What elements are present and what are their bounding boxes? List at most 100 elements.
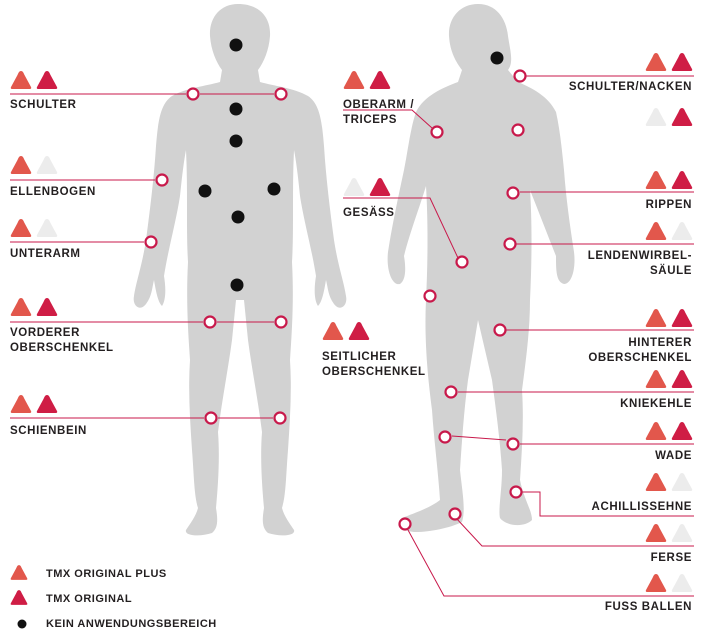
wade-original-icon bbox=[671, 422, 693, 440]
seitlicher-oberschenkel-original-icon bbox=[348, 322, 370, 340]
ellenbogen-original-icon bbox=[36, 156, 58, 174]
label-vorderer-oberschenkel: VORDERER OBERSCHENKEL bbox=[10, 327, 114, 354]
label-kniekehle: KNIEKEHLE bbox=[620, 398, 692, 410]
fussballen-plus-icon bbox=[645, 574, 667, 592]
label-schienbein: SCHIENBEIN bbox=[10, 425, 87, 437]
ring-upper-back bbox=[511, 123, 525, 137]
label-ellenbogen: ELLENBOGEN bbox=[10, 186, 96, 198]
gesaess-plus-icon bbox=[343, 178, 365, 196]
back-body-figure bbox=[387, 4, 575, 532]
dot-groin bbox=[230, 278, 244, 292]
label-schulter-nacken: SCHULTER/NACKEN bbox=[568, 81, 692, 93]
label-rippen: RIPPEN bbox=[645, 199, 692, 211]
ring-calf-right bbox=[506, 437, 520, 451]
legend-plus-label: TMX ORIGINAL PLUS bbox=[46, 568, 167, 580]
label-ferse: FERSE bbox=[650, 552, 692, 564]
ring-hamstring bbox=[493, 323, 507, 337]
ring-achilles bbox=[509, 485, 523, 499]
ring-shoulder-left bbox=[186, 87, 200, 101]
lendenwirbelsaeule-plus-icon bbox=[645, 222, 667, 240]
kniekehle-plus-icon bbox=[645, 370, 667, 388]
legend-original-label: TMX ORIGINAL bbox=[46, 593, 133, 605]
label-unterarm: UNTERARM bbox=[10, 248, 81, 260]
ring-elbow bbox=[155, 173, 169, 187]
no-application-dots bbox=[198, 38, 504, 292]
schulter-original-icon bbox=[36, 71, 58, 89]
ring-knee-back bbox=[444, 385, 458, 399]
achillissehne-original-icon bbox=[671, 473, 693, 491]
label-gesaess: GESÄSS bbox=[343, 207, 395, 219]
vorderer-oberschenkel-plus-icon bbox=[10, 298, 32, 316]
ring-shoulder-right bbox=[274, 87, 288, 101]
gesaess-original-icon bbox=[369, 178, 391, 196]
ring-heel bbox=[448, 507, 462, 521]
ring-glute bbox=[455, 255, 469, 269]
achillissehne-plus-icon bbox=[645, 473, 667, 491]
rippen-original-icon bbox=[671, 171, 693, 189]
front-body-figure bbox=[133, 4, 347, 536]
fussballen-original-icon bbox=[671, 574, 693, 592]
hinterer-oberschenkel-original-icon bbox=[671, 309, 693, 327]
vorderer-oberschenkel-original-icon bbox=[36, 298, 58, 316]
ring-shin-left bbox=[204, 411, 218, 425]
seitlicher-oberschenkel-plus-icon bbox=[322, 322, 344, 340]
dot-chest-upper bbox=[229, 102, 243, 116]
schulter-plus-icon bbox=[10, 71, 32, 89]
line-fussballen bbox=[407, 529, 694, 597]
label-fussballen: FUSS BALLEN bbox=[604, 601, 692, 613]
line-wade bbox=[451, 435, 507, 441]
label-hinterer-oberschenkel: HINTERER OBERSCHENKEL bbox=[588, 337, 692, 364]
dot-neck-front bbox=[229, 38, 243, 52]
connector-lines bbox=[10, 75, 694, 597]
ring-triceps bbox=[430, 125, 444, 139]
ring-ball-of-foot bbox=[398, 517, 412, 531]
legend-dot-icon bbox=[17, 619, 27, 629]
ellenbogen-plus-icon bbox=[10, 156, 32, 174]
label-lendenwirbelsaeule: LENDENWIRBEL- SÄULE bbox=[587, 250, 692, 277]
legend-original-icon bbox=[10, 590, 28, 605]
ring-neck-shoulder bbox=[513, 69, 527, 83]
label-oberarm-triceps: OBERARM / TRICEPS bbox=[343, 99, 415, 126]
schienbein-original-icon bbox=[36, 395, 58, 413]
ring-thigh-front-left bbox=[203, 315, 217, 329]
ferse-plus-icon bbox=[645, 524, 667, 542]
legend-plus-icon bbox=[10, 565, 28, 580]
upper-back-plus-icon bbox=[645, 108, 667, 126]
label-wade: WADE bbox=[655, 450, 692, 462]
ring-lumbar bbox=[503, 237, 517, 251]
line-ferse bbox=[455, 517, 694, 547]
label-seitlicher-oberschenkel: SEITLICHER OBERSCHENKEL bbox=[322, 351, 426, 378]
schienbein-plus-icon bbox=[10, 395, 32, 413]
ring-shin-right bbox=[273, 411, 287, 425]
ring-calf-left bbox=[438, 430, 452, 444]
label-achillissehne: ACHILLISSEHNE bbox=[591, 501, 692, 513]
ring-forearm bbox=[144, 235, 158, 249]
ring-side-thigh bbox=[423, 289, 437, 303]
ring-thigh-front-right bbox=[274, 315, 288, 329]
lendenwirbelsaeule-original-icon bbox=[671, 222, 693, 240]
rippen-plus-icon bbox=[645, 171, 667, 189]
oberarm-plus-icon bbox=[343, 71, 365, 89]
wade-plus-icon bbox=[645, 422, 667, 440]
line-achillissehne bbox=[522, 491, 694, 517]
dot-belly-right bbox=[267, 182, 281, 196]
oberarm-original-icon bbox=[369, 71, 391, 89]
application-rings bbox=[144, 69, 527, 531]
ring-ribs bbox=[506, 186, 520, 200]
legend-none-label: KEIN ANWENDUNGSBEREICH bbox=[46, 618, 217, 630]
ferse-original-icon bbox=[671, 524, 693, 542]
legend-icons bbox=[10, 565, 28, 629]
schulter-nacken-original-icon bbox=[671, 53, 693, 71]
unterarm-plus-icon bbox=[10, 219, 32, 237]
line-gesaess bbox=[343, 197, 459, 259]
unterarm-original-icon bbox=[36, 219, 58, 237]
dot-neck-back bbox=[490, 51, 504, 65]
line-oberarm bbox=[343, 109, 433, 129]
upper-back-original-icon bbox=[671, 108, 693, 126]
dot-navel bbox=[231, 210, 245, 224]
schulter-nacken-plus-icon bbox=[645, 53, 667, 71]
dot-chest-lower bbox=[229, 134, 243, 148]
hinterer-oberschenkel-plus-icon bbox=[645, 309, 667, 327]
dot-belly-left bbox=[198, 184, 212, 198]
label-schulter: SCHULTER bbox=[10, 99, 77, 111]
